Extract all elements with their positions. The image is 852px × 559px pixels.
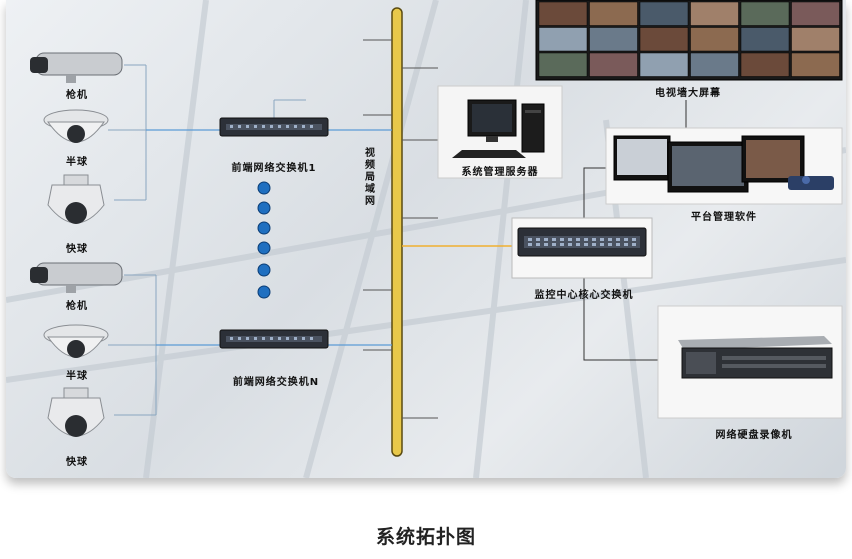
core-switch-device (511, 217, 653, 279)
camera-label-6: 快球 (66, 457, 88, 468)
front-switch-n-device (219, 329, 329, 349)
camera-label-1: 枪机 (66, 90, 88, 101)
video-wall-cell (639, 1, 689, 26)
video-wall-cell (791, 1, 840, 26)
server-label: 系统管理服务器 (461, 167, 539, 178)
video-wall-label: 电视墙大屏幕 (655, 88, 721, 99)
diagram-caption: 系统拓扑图 (375, 526, 476, 548)
backbone-label: 视频局域网 (365, 148, 375, 207)
front-switch-1-device (219, 117, 329, 137)
backbone-taps (363, 39, 438, 419)
camera-links-1 (108, 64, 147, 201)
video-wall-cell (589, 27, 638, 52)
camera-links-2 (108, 274, 157, 416)
video-wall-cell (639, 27, 689, 52)
topology-diagram (30, 0, 843, 457)
camera-label-5: 半球 (66, 371, 88, 382)
video-wall-cell (690, 1, 739, 26)
camera-icon-ptz (47, 387, 105, 437)
front-switch-1-label: 前端网络交换机1 (231, 163, 317, 174)
camera-label-2: 半球 (66, 157, 88, 168)
video-wall-cell (690, 27, 739, 52)
core-switch-links (583, 100, 687, 361)
nvr-label: 网络硬盘录像机 (715, 430, 793, 441)
camera-icon-dome (43, 109, 109, 143)
camera-icon-dome (43, 324, 109, 358)
platform-monitors-device (605, 127, 843, 205)
video-wall-cell (740, 1, 790, 26)
video-wall-cell (740, 27, 790, 52)
video-wall-cell (538, 1, 588, 26)
video-wall-cell (690, 52, 739, 77)
core-switch-label: 监控中心核心交换机 (534, 290, 634, 301)
video-wall-cell (791, 27, 840, 52)
camera-icon-ptz (47, 174, 105, 224)
video-wall-cell (589, 52, 638, 77)
ellipsis-dots (257, 181, 271, 299)
server-device (437, 85, 563, 179)
video-wall-cell (589, 1, 638, 26)
camera-icon-bullet (30, 52, 123, 83)
platform-label: 平台管理软件 (691, 212, 757, 223)
nvr-device (657, 305, 843, 419)
video-wall-cell (639, 52, 689, 77)
video-wall-cell (791, 52, 840, 77)
video-wall-cell (538, 27, 588, 52)
camera-icon-bullet (30, 262, 123, 293)
camera-label-4: 枪机 (66, 301, 88, 312)
video-wall-cell (538, 52, 588, 77)
video-wall-cell (740, 52, 790, 77)
diagram-panel: 枪机 半球 快球 枪机 半球 快球 前端网络交换机1 前端网络交换机N 视频局域… (6, 0, 846, 478)
backbone-bus (391, 7, 403, 457)
front-switch-n-label: 前端网络交换机N (232, 377, 320, 388)
camera-label-3: 快球 (66, 244, 88, 255)
video-wall-device (535, 0, 843, 81)
